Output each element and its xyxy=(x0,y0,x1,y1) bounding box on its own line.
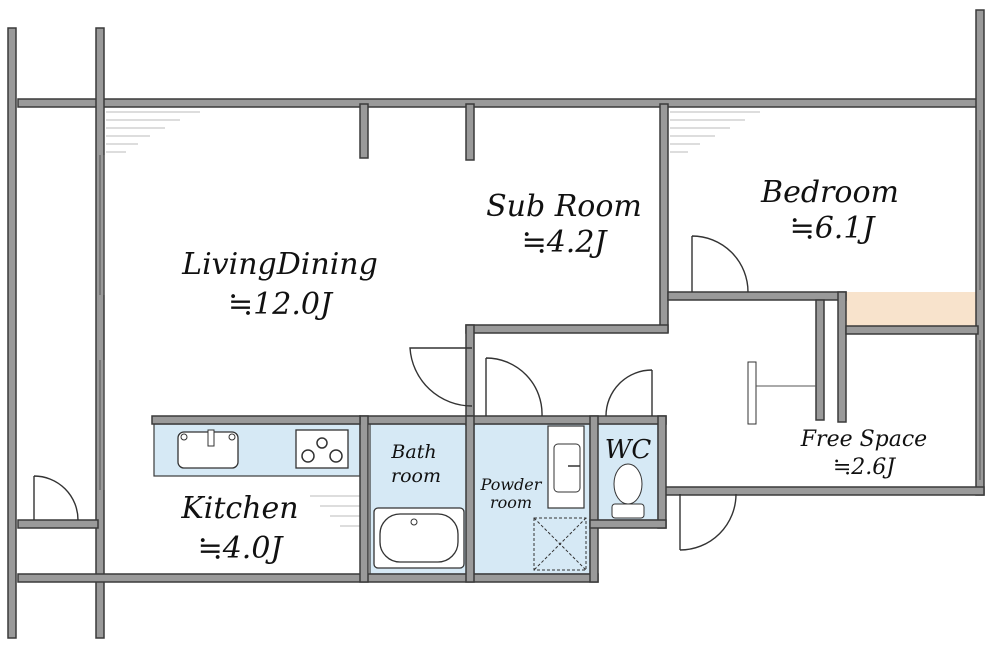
free-space-label: Free Space xyxy=(800,427,927,452)
living-dining-label: LivingDining xyxy=(181,247,378,282)
sub-room-label: Sub Room xyxy=(486,189,642,224)
living-dining-area: ≒12.0J xyxy=(228,287,334,322)
kitchen-sink xyxy=(177,429,239,469)
powder-label-2: room xyxy=(490,493,532,512)
windows xyxy=(99,130,981,490)
free-space-rail xyxy=(747,361,816,425)
kitchen-area: ≒4.0J xyxy=(198,531,285,566)
bathtub xyxy=(373,507,465,569)
sub-room-area: ≒4.2J xyxy=(522,225,609,260)
toilet xyxy=(611,463,645,519)
vanity xyxy=(547,425,585,509)
wc-label: WC xyxy=(605,435,652,465)
bedroom-area: ≒6.1J xyxy=(790,211,877,246)
kitchen-label: Kitchen xyxy=(180,491,298,526)
walls xyxy=(17,9,985,639)
free-space-area: ≒2.6J xyxy=(833,455,896,480)
balcony-rail xyxy=(7,27,17,639)
bath-label-2: room xyxy=(391,465,441,487)
bedroom-label: Bedroom xyxy=(760,175,899,210)
doors xyxy=(33,235,749,551)
floor-hatch xyxy=(106,111,760,527)
bath-label-1: Bath xyxy=(390,441,436,463)
closet-highlight xyxy=(846,292,976,326)
washer-pan xyxy=(533,517,587,571)
powder-label-1: Powder xyxy=(480,475,543,494)
stove-burners xyxy=(295,429,349,469)
